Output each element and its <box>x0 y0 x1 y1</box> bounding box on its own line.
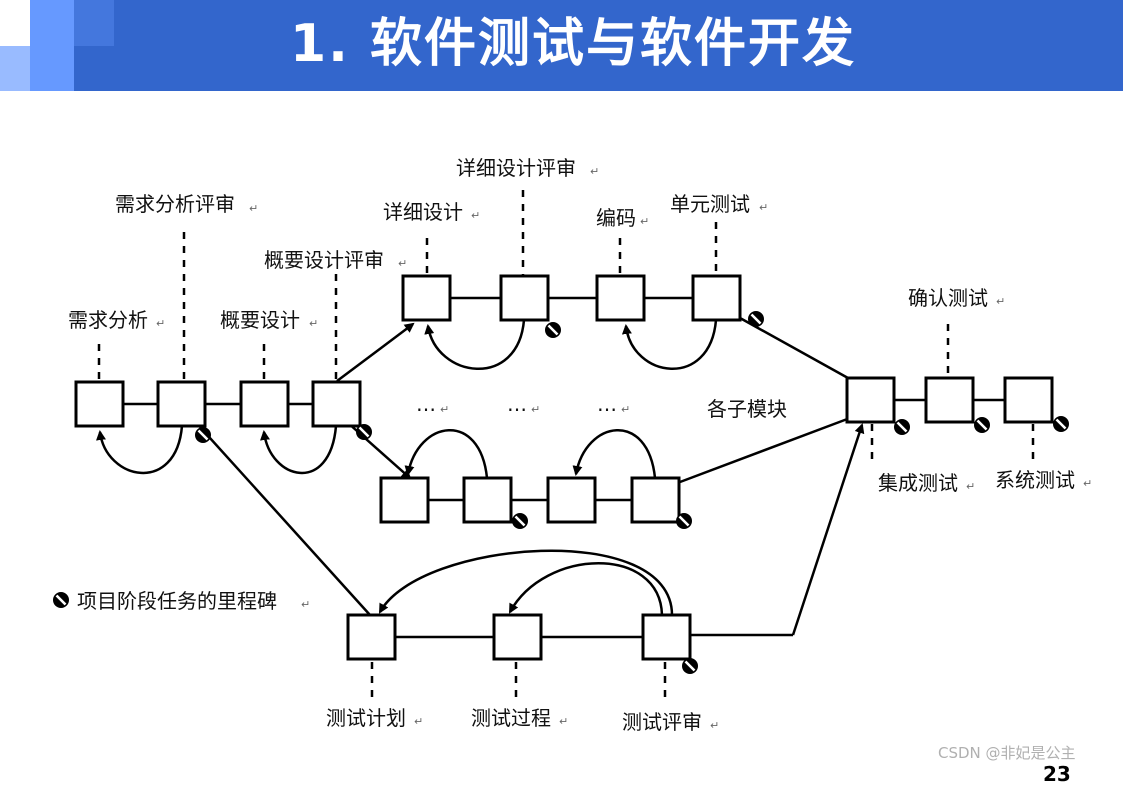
box-detail-design <box>401 274 452 322</box>
svg-text:↵: ↵ <box>559 715 568 728</box>
milestone-icon <box>543 320 563 340</box>
label-integration-test: 集成测试 <box>878 471 958 495</box>
connector-lines <box>75 296 1052 639</box>
svg-text:↵: ↵ <box>996 295 1005 308</box>
label-modules: 各子模块 <box>707 397 787 421</box>
box-system-test <box>1003 376 1054 424</box>
label-detail-review: 详细设计评审 <box>456 156 576 180</box>
box-module-3 <box>546 476 597 524</box>
label-coding: 编码 <box>596 206 636 230</box>
milestone-icon <box>746 309 766 329</box>
label-outline-review: 概要设计评审 <box>264 248 384 272</box>
box-test-process <box>492 613 543 661</box>
box-detail-review <box>499 274 550 322</box>
label-detail-design: 详细设计 <box>383 200 463 224</box>
svg-text:↵: ↵ <box>471 209 480 222</box>
label-ellipsis: … <box>597 392 617 416</box>
svg-text:↵: ↵ <box>590 165 599 178</box>
page-number: 23 <box>1043 762 1071 786</box>
svg-text:↵: ↵ <box>301 598 310 611</box>
milestone-icon <box>892 417 912 437</box>
diagram-labels: 需求分析 ↵ 需求分析评审 ↵ 概要设计 ↵ 概要设计评审 ↵ 详细设计 ↵ 详… <box>68 156 1092 734</box>
milestone-icon <box>354 422 374 442</box>
svg-text:↵: ↵ <box>156 317 165 330</box>
feedback-arrows <box>96 319 718 616</box>
label-ellipsis: … <box>507 392 527 416</box>
milestone-icon <box>680 656 700 676</box>
box-req-analysis <box>74 380 125 428</box>
milestone-icon <box>510 511 530 531</box>
milestone-icon <box>674 511 694 531</box>
svg-text:↵: ↵ <box>531 403 540 416</box>
svg-text:↵: ↵ <box>966 480 975 493</box>
svg-text:↵: ↵ <box>414 715 423 728</box>
box-integration-test <box>845 376 896 424</box>
corner-decoration-square <box>30 46 74 91</box>
milestone-icon <box>193 425 213 445</box>
process-boxes <box>74 274 1054 661</box>
svg-text:↵: ↵ <box>621 403 630 416</box>
svg-text:↵: ↵ <box>440 403 449 416</box>
milestone-icon <box>972 415 992 435</box>
box-module-1 <box>379 476 430 524</box>
legend-milestone-icon <box>51 590 71 610</box>
label-outline-design: 概要设计 <box>220 308 300 332</box>
box-module-2 <box>462 476 513 524</box>
milestone-icon <box>1051 414 1071 434</box>
corner-decoration-square <box>74 0 114 46</box>
label-acceptance-test: 确认测试 <box>908 286 988 310</box>
label-leader-dashes <box>97 190 1035 700</box>
box-acceptance-test <box>924 376 975 424</box>
label-test-process: 测试过程 <box>471 706 551 730</box>
legend-label: 项目阶段任务的里程碑 <box>77 589 277 613</box>
label-ellipsis: … <box>416 392 436 416</box>
slide-title: 1. 软件测试与软件开发 <box>290 14 857 74</box>
label-unit-test: 单元测试 <box>670 192 750 216</box>
svg-text:↵: ↵ <box>1083 477 1092 490</box>
box-module-4 <box>630 476 681 524</box>
corner-decoration-square <box>0 46 30 91</box>
box-outline-design <box>239 380 290 428</box>
svg-text:↵: ↵ <box>309 317 318 330</box>
label-test-plan: 测试计划 <box>326 706 406 730</box>
label-test-review: 测试评审 <box>622 710 702 734</box>
svg-text:↵: ↵ <box>710 719 719 732</box>
corner-decoration-square <box>30 0 74 46</box>
box-coding <box>595 274 646 322</box>
watermark: CSDN @非妃是公主 <box>938 744 1076 762</box>
box-req-review <box>156 380 207 428</box>
label-req-analysis: 需求分析 <box>68 308 148 332</box>
box-test-review <box>641 613 692 661</box>
title-bar: 1. 软件测试与软件开发 <box>0 0 1123 91</box>
box-unit-test <box>691 274 742 322</box>
svg-text:↵: ↵ <box>249 202 258 215</box>
box-outline-review <box>311 380 362 428</box>
box-test-plan <box>346 613 397 661</box>
svg-text:↵: ↵ <box>398 257 407 270</box>
svg-text:↵: ↵ <box>759 201 768 214</box>
label-system-test: 系统测试 <box>995 468 1075 492</box>
svg-text:↵: ↵ <box>640 215 649 228</box>
label-req-review: 需求分析评审 <box>115 192 235 216</box>
title-bar-background <box>74 0 1123 91</box>
